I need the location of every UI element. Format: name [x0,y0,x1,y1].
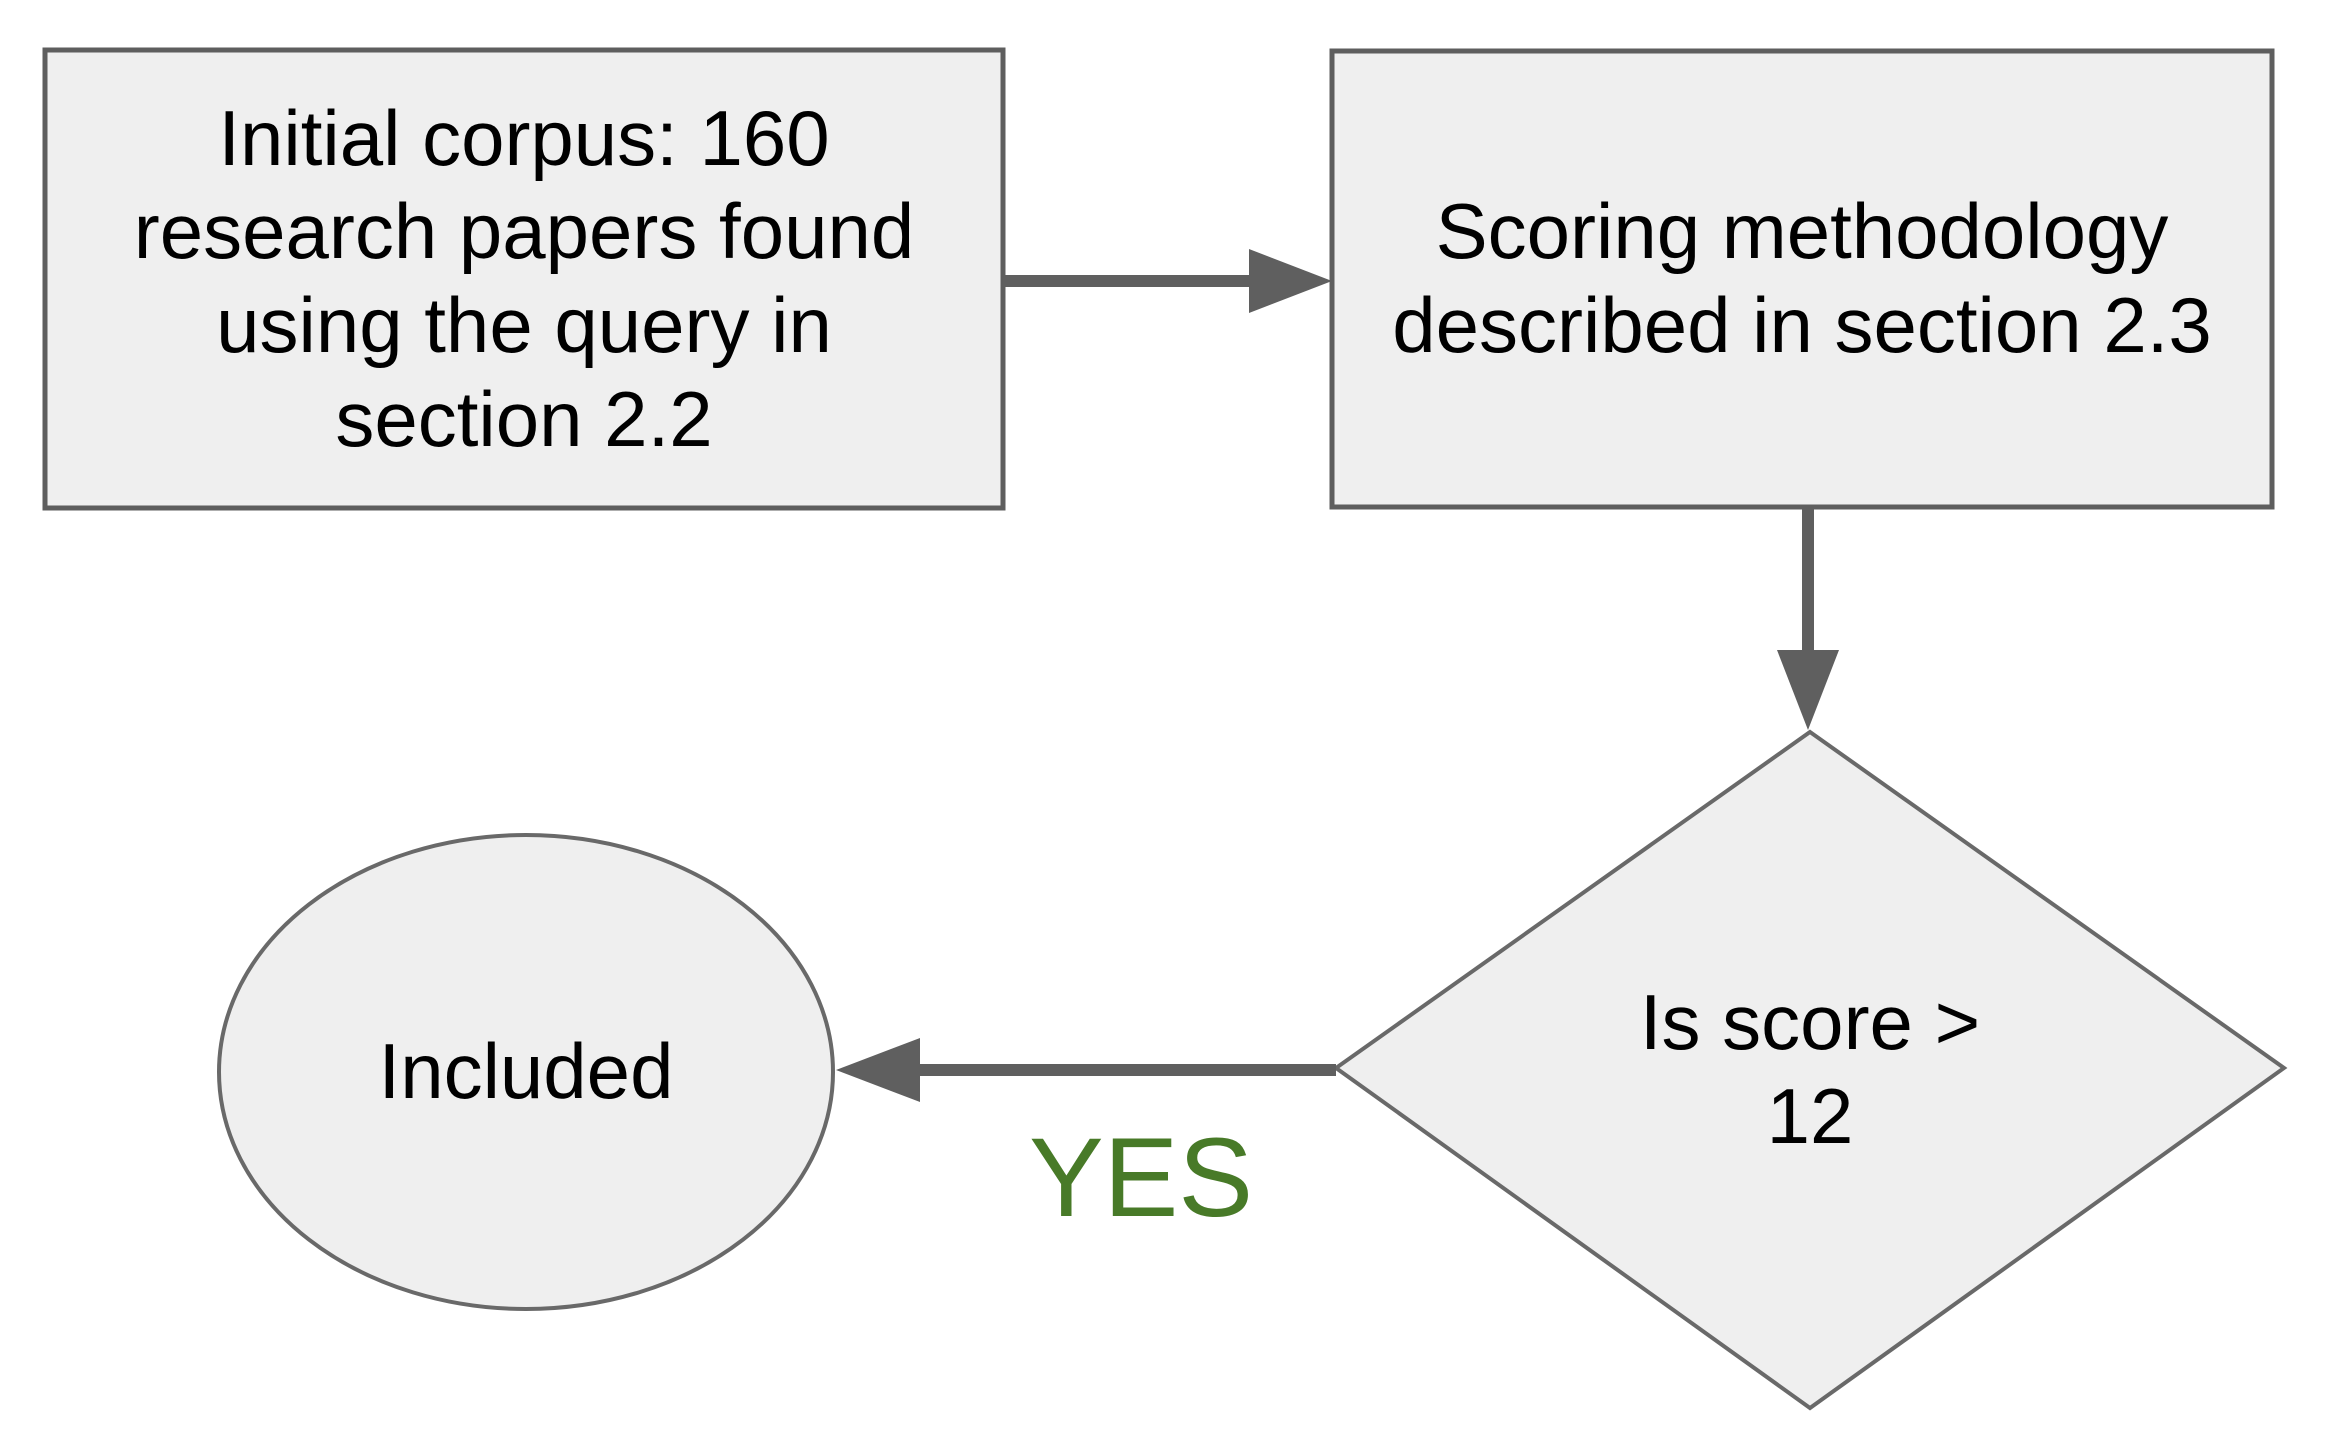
scoring-box [1329,48,2275,510]
arrow-initial-to-scoring [1003,249,1332,313]
arrow-scoring-to-decision-head-icon [1777,650,1839,730]
decision-diamond [1332,729,2288,1411]
arrow-decision-to-included [836,1038,1336,1102]
arrow-initial-to-scoring-head-icon [1249,249,1332,313]
arrow-scoring-to-decision [1777,509,1839,730]
included-ellipse [217,833,835,1311]
arrow-decision-to-included-head-icon [836,1038,920,1102]
initial-corpus-box [42,47,1006,511]
